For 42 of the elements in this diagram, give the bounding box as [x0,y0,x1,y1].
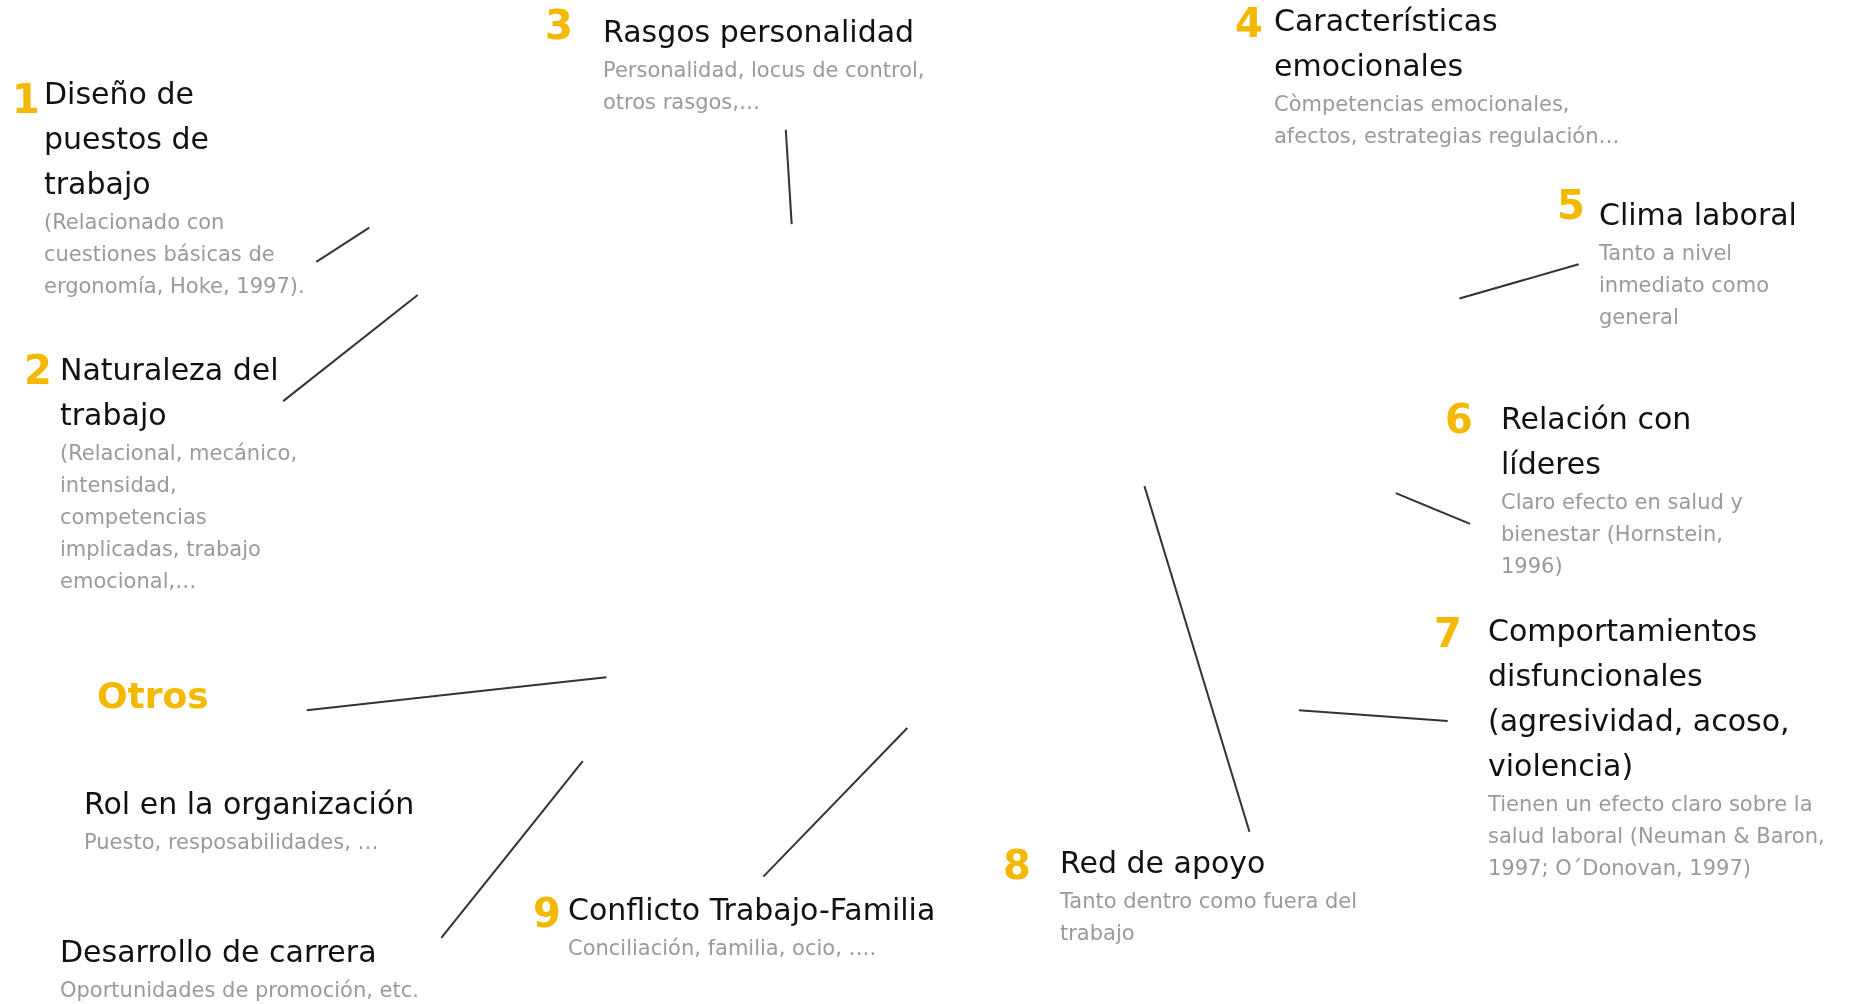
factor-heading: Naturaleza del trabajo [60,351,280,434]
step-number: 3 [545,2,573,48]
factor-heading: Red de apoyo [1060,844,1267,882]
factor-description: Tanto a nivel inmediato como general [1599,240,1770,331]
step-number: 9 [533,890,561,936]
factor-description: Tanto dentro como fuera del trabajo [1060,888,1359,947]
leader-line [784,128,793,226]
step-number: 6 [1445,396,1473,442]
factor-heading: Conflicto Trabajo-Familia [568,891,937,929]
leader-line [762,726,909,878]
factor-heading: Desarrollo de carrera [60,933,378,971]
factor-heading: Clima laboral [1599,196,1798,234]
leader-line [282,293,419,403]
group-heading: Otros [97,675,209,716]
factor-description: Conciliación, familia, ocio, …. [568,935,878,962]
factor-heading: Rol en la organización [84,785,416,823]
factor-description: Tienen un efecto claro sobre la salud laboral (Neuman & Baron, 1997; O´Donovan, 1997) [1488,791,1826,882]
factor-description: Oportunidades de promoción, etc. [60,977,420,1004]
step-number: 1 [12,76,40,122]
leader-line [440,760,584,939]
leader-line [315,226,371,263]
factor-description: Personalidad, locus de control, otros rasgos,… [603,57,926,116]
factor-description: Còmpetencias emocionales, afectos, estrategias regulación… [1274,91,1621,150]
step-number: 4 [1235,0,1263,46]
step-number: 2 [24,347,52,393]
factor-description: Puesto, resposabilidades, … [84,829,380,856]
factor-heading: Rasgos personalidad [603,13,916,51]
leader-line [1143,485,1251,833]
factor-heading: Características emocionales [1274,2,1499,85]
factor-heading: Diseño de puestos de trabajo [44,75,210,203]
factor-description: (Relacional, mecánico, intensidad, competencias implicadas, trabajo emocional,… [60,440,299,595]
leader-line [1298,709,1449,722]
factor-heading: Comportamientos disfuncionales (agresividad, acoso, violencia) [1488,612,1791,785]
step-number: 5 [1557,182,1585,228]
leader-line [1458,263,1580,300]
factor-heading: Relación con líderes [1501,400,1693,483]
factor-description: (Relacionado con cuestiones básicas de ergonomía, Hoke, 1997). [44,209,306,300]
leader-line [305,676,608,712]
factor-description: Claro efecto en salud y bienestar (Hornstein, 1996) [1501,489,1744,580]
leader-line [1394,492,1472,525]
step-number: 8 [1003,842,1031,888]
step-number: 7 [1434,610,1462,656]
